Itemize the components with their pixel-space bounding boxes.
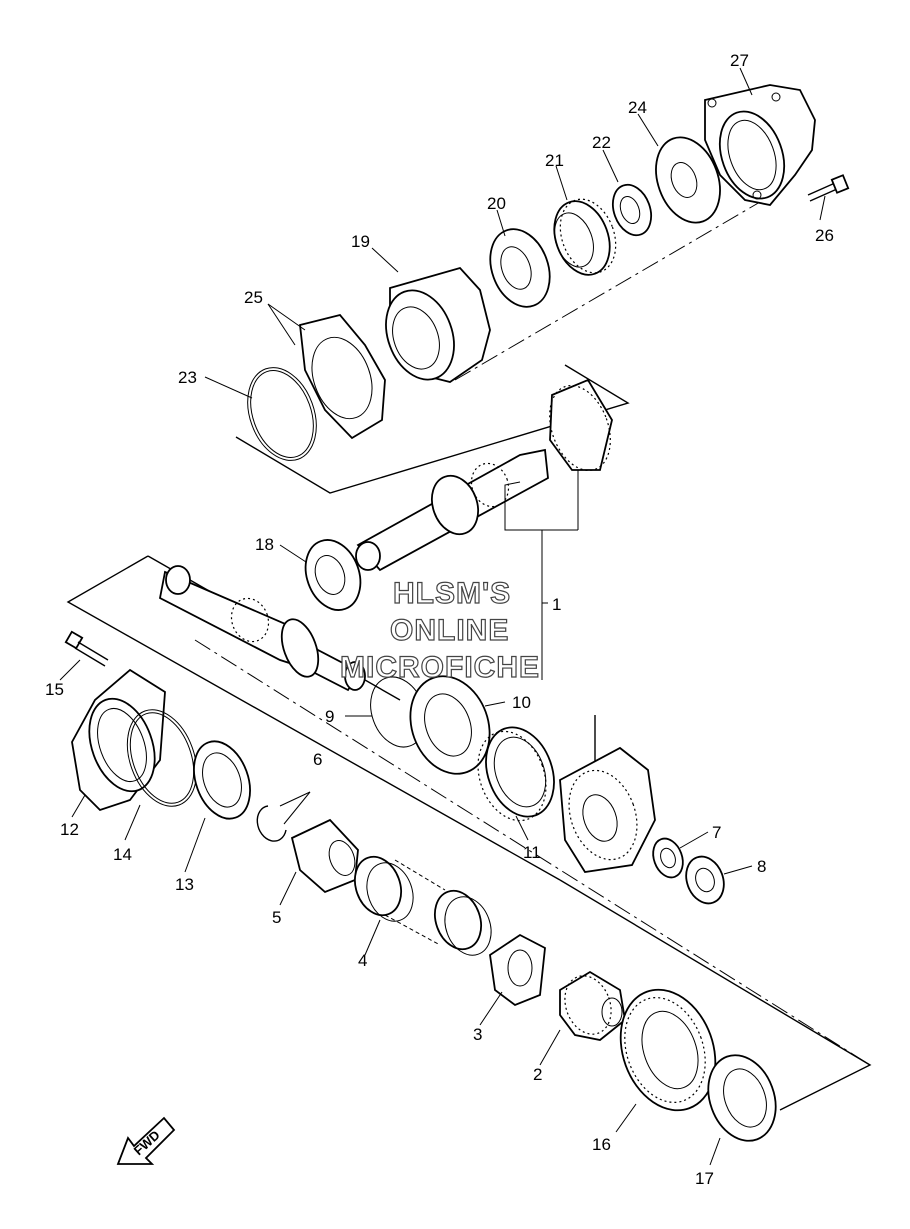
callout-16: 16	[592, 1135, 611, 1154]
part-19-bearing-housing	[385, 266, 491, 383]
callout-27: 27	[730, 51, 749, 70]
callout-2: 2	[533, 1065, 542, 1084]
part-4-spring	[354, 855, 492, 956]
part-2-gear	[559, 970, 626, 1041]
part-15-bolt	[64, 630, 109, 667]
callout-6: 6	[313, 750, 322, 769]
part-1-lower-bevel-gear	[559, 746, 656, 873]
part-24-seal	[655, 136, 721, 224]
callout-10: 10	[512, 693, 531, 712]
part-3-clutch	[489, 933, 546, 1007]
watermark-line-1: HLSM'S	[393, 577, 511, 610]
callout-17: 17	[695, 1169, 714, 1188]
callout-15: 15	[45, 680, 64, 699]
callout-11: 11	[523, 843, 541, 862]
part-8-nut	[685, 855, 725, 905]
callout-1: 1	[552, 595, 561, 614]
part-26-bolt	[807, 174, 850, 202]
callout-24: 24	[628, 98, 647, 117]
part-5-collar	[290, 818, 359, 894]
callout-22: 22	[592, 133, 611, 152]
callout-19: 19	[351, 232, 370, 251]
part-1-upper-shaft	[355, 378, 613, 572]
part-16-ring-gear	[619, 988, 717, 1112]
callout-5: 5	[272, 908, 281, 927]
callout-26: 26	[815, 226, 834, 245]
callout-3: 3	[473, 1025, 482, 1044]
part-12-flange	[71, 668, 166, 812]
part-11-sleeve	[477, 726, 555, 822]
callout-18: 18	[255, 535, 274, 554]
watermark: HLSM'S ONLINE MICROFICHE	[339, 576, 540, 684]
callout-23: 23	[178, 368, 197, 387]
part-7-lock-washer	[652, 837, 684, 879]
part-6-circlip	[256, 805, 287, 842]
part-13-oil-seal	[193, 740, 251, 820]
part-22-nut	[611, 183, 653, 237]
part-23-o-ring	[247, 367, 317, 461]
upper-assembly-frame	[235, 201, 761, 494]
callout-25: 25	[244, 288, 263, 307]
leader-lines	[59, 67, 826, 1166]
fwd-arrow-icon: FWD	[116, 1116, 176, 1165]
part-25-shim	[299, 313, 386, 440]
part-18-bearing	[304, 539, 362, 611]
part-27-housing	[704, 84, 816, 206]
callout-14: 14	[113, 845, 132, 864]
part-14-o-ring	[126, 709, 198, 807]
callout-4: 4	[358, 951, 367, 970]
callout-8: 8	[757, 857, 766, 876]
watermark-line-2: ONLINE	[390, 614, 509, 647]
part-21-sleeve	[553, 198, 617, 276]
part-20-bearing	[489, 228, 551, 308]
part-17-bearing	[707, 1054, 777, 1142]
callout-12: 12	[60, 820, 79, 839]
callout-9: 9	[325, 707, 334, 726]
callout-20: 20	[487, 194, 506, 213]
watermark-line-3: MICROFICHE	[340, 651, 540, 684]
callout-7: 7	[712, 823, 721, 842]
callout-13: 13	[175, 875, 194, 894]
callout-numbers: 1 2 3 4 5 6 7 8 9 10 11 12 13 14 15 16 1…	[45, 51, 834, 1188]
callout-21: 21	[545, 151, 564, 170]
part-10-bearing	[409, 675, 491, 775]
part-1-lower-shaft	[158, 565, 366, 692]
